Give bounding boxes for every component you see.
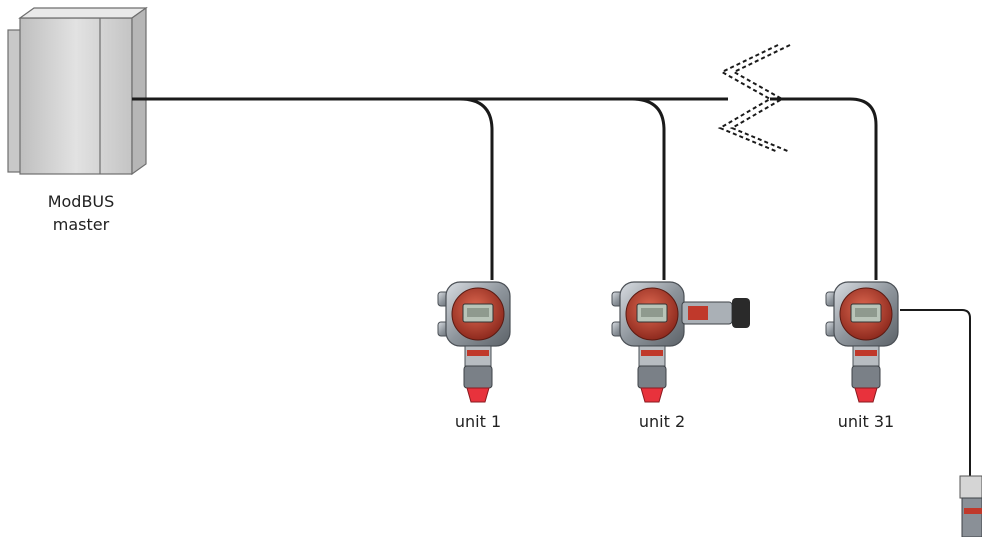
unit-label-1: unit 1: [454, 412, 502, 431]
unit-label-31: unit 31: [837, 412, 895, 431]
master-label-line1: ModBUS: [47, 192, 115, 211]
detector-partial-next: [959, 475, 982, 537]
detector-unit-2: [611, 281, 750, 403]
bus-break-symbol: [717, 44, 791, 153]
continuation-cable: [900, 309, 971, 476]
detector-unit-1: [437, 281, 511, 403]
bus-trunk-cable: [132, 97, 878, 280]
detector-unit-31: [825, 281, 899, 403]
master-label: ModBUS master: [26, 190, 136, 236]
drop-cable-unit-2: [631, 97, 666, 280]
modbus-master-cabinet: [7, 6, 148, 176]
unit-label-2: unit 2: [638, 412, 686, 431]
drop-cable-unit-1: [459, 97, 494, 280]
master-label-line2: master: [52, 215, 110, 234]
